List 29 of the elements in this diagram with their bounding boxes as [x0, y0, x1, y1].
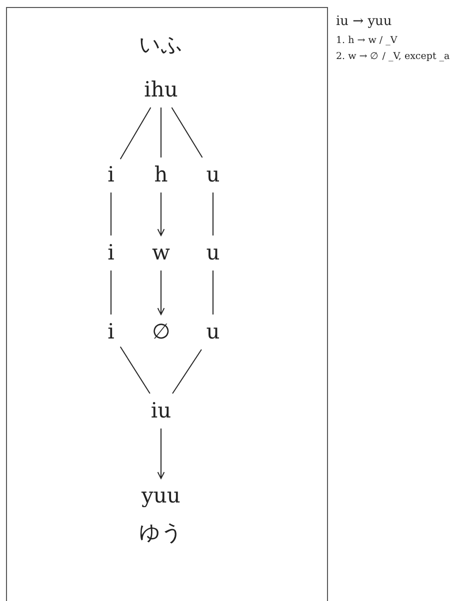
connector-line [110, 270, 112, 315]
connector-line [160, 107, 162, 158]
arrow [157, 192, 165, 236]
segment-text: i [102, 158, 120, 192]
segment-text: u [200, 158, 226, 192]
arrow [157, 428, 165, 479]
connector-line [212, 192, 214, 236]
segment-text: ihu [138, 72, 184, 108]
connector-line [120, 107, 152, 160]
rule-text: 2. w → ∅ / _V, except _a [336, 51, 450, 62]
arrow [157, 270, 165, 315]
rule-heading: iu → yuu [336, 14, 392, 30]
kana-text: ゆう [139, 520, 183, 546]
segment-text: i [102, 236, 120, 270]
connector-line [171, 107, 203, 158]
connector-line [120, 346, 150, 394]
segment-text: h [148, 158, 174, 192]
connector-line [172, 349, 202, 394]
connector-line [110, 192, 112, 236]
segment-text: w [146, 236, 176, 270]
segment-text: i [102, 314, 120, 350]
segment-text: u [200, 236, 226, 270]
segment-text: ∅ [146, 314, 176, 350]
connector-line [212, 270, 214, 315]
segment-text: iu [144, 394, 178, 428]
kana-text: いふ [139, 32, 183, 58]
segment-text: yuu [136, 478, 186, 514]
rule-text: 1. h → w / _V [336, 35, 398, 46]
segment-text: u [200, 314, 226, 350]
